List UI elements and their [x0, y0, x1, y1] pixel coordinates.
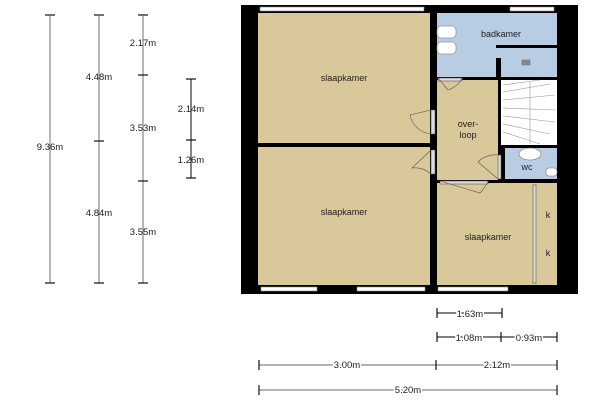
stair-treads [502, 79, 557, 145]
closet-label: k [546, 210, 551, 220]
sink-icon [436, 25, 457, 39]
bathroom-partition [496, 45, 557, 48]
room-label-landing-2: loop [459, 130, 476, 140]
dim-upper: 4.48m [86, 72, 112, 83]
window [356, 286, 426, 292]
dim-total-height: 9.36m [37, 142, 63, 153]
room-label-bedroom-small: slaapkamer [465, 232, 512, 242]
window [259, 6, 425, 12]
closet-sliding-door [532, 184, 537, 284]
horizontal-dimensions: 1.63m 1.08m 0.93m 3.00m 2.12m 5.20m [258, 308, 558, 398]
toilet-icon [518, 147, 542, 161]
room-landing [437, 80, 498, 180]
wall-segment [496, 58, 501, 80]
dim-seg-b: 0.93m [516, 333, 542, 344]
room-bedroom-top [258, 13, 430, 143]
room-label-bedroom-bottom: slaapkamer [321, 207, 368, 217]
room-label-bathroom: badkamer [481, 29, 521, 39]
vertical-dimensions: 9.36m 4.48m 4.84m 2.17m 3.53m 3.55m 2.14… [37, 14, 204, 284]
dim-right-width: 2.12m [484, 360, 510, 371]
dim-seg3: 3.55m [130, 227, 156, 238]
window [509, 6, 555, 12]
dim-stair: 2.14m [178, 104, 204, 115]
drain-icon [521, 59, 531, 66]
sink-icon [436, 41, 457, 55]
dim-left-width: 3.00m [334, 360, 360, 371]
windows [259, 6, 555, 292]
closet-label: k [546, 248, 551, 258]
fixtures [436, 25, 558, 177]
doors [409, 77, 537, 284]
dim-seg-a: 1.08m [456, 333, 482, 344]
dim-wc: 1.26m [178, 155, 204, 166]
window [437, 286, 509, 292]
dim-seg1: 2.17m [130, 38, 156, 49]
dim-total-width: 5.20m [395, 385, 421, 396]
room-label-wc: wc [521, 162, 533, 172]
staircase [501, 80, 557, 145]
dim-lower: 4.84m [86, 208, 112, 219]
dim-landing-width: 1.63m [457, 309, 483, 320]
room-label-landing-1: over- [458, 119, 479, 129]
room-bedroom-small [437, 183, 557, 285]
dim-seg2: 3.53m [130, 123, 156, 134]
building: slaapkamer slaapkamer badkamer over- loo… [241, 5, 578, 294]
room-label-bedroom-top: slaapkamer [321, 73, 368, 83]
room-bedroom-bottom [258, 147, 430, 285]
window [260, 286, 318, 292]
wc-sink-icon [545, 167, 558, 177]
